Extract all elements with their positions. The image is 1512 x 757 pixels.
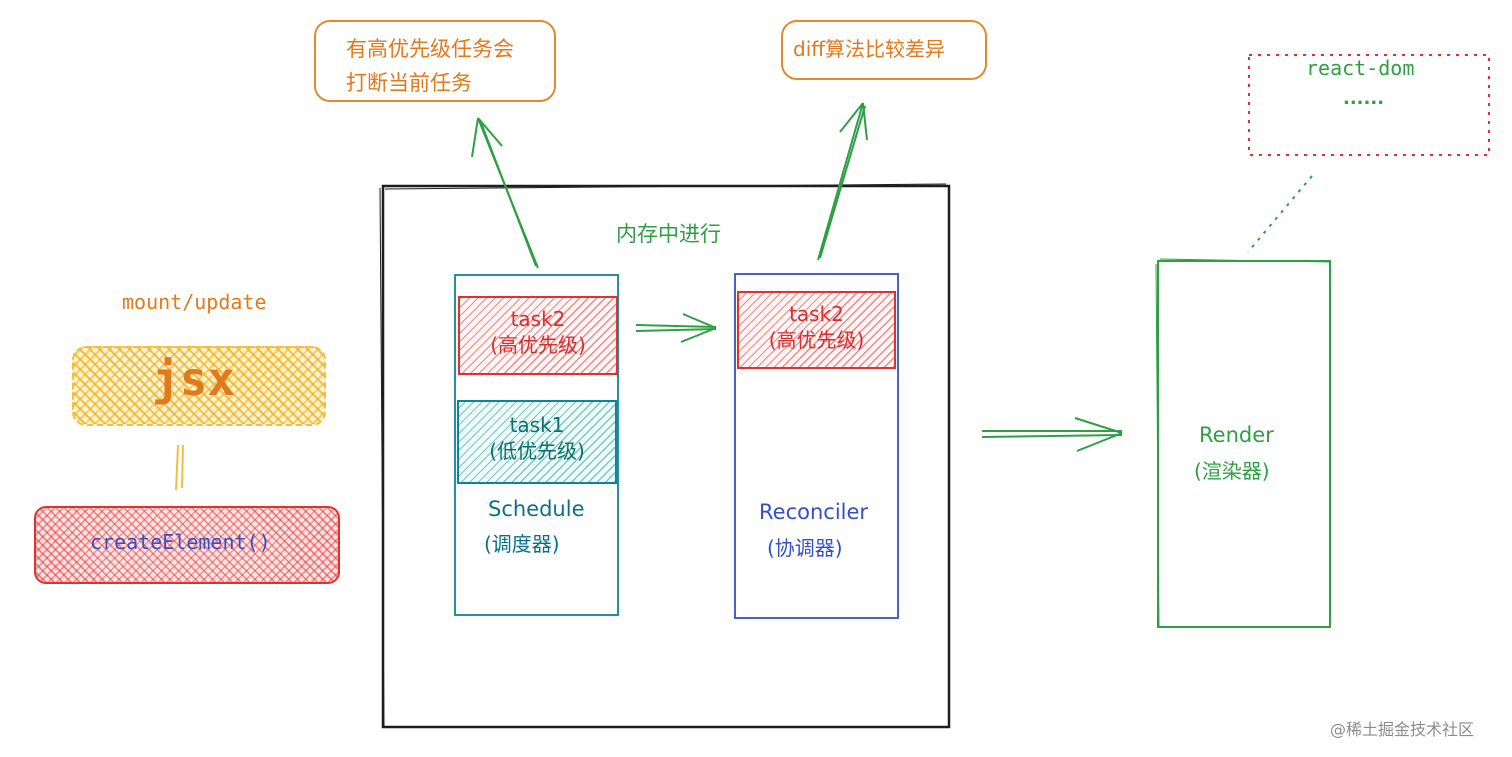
diff-callout-text: diff算法比较差异 bbox=[793, 37, 946, 61]
diff-callout: diff算法比较差异 bbox=[781, 20, 987, 80]
react-dom-ellipsis: ...... bbox=[1343, 88, 1385, 109]
create-element-label: createElement() bbox=[90, 530, 271, 554]
interrupt-callout-line-2: 打断当前任务 bbox=[346, 71, 472, 95]
arrow-to-diff-callout bbox=[817, 102, 868, 261]
react-dom-connector bbox=[1247, 175, 1313, 253]
scheduler-name: Schedule bbox=[488, 497, 585, 521]
jsx-label: jsx bbox=[152, 352, 236, 406]
memory-label: 内存中进行 bbox=[616, 222, 721, 246]
scheduler-task1-priority: (低优先级) bbox=[489, 439, 585, 463]
create-element-node bbox=[34, 506, 340, 584]
interrupt-callout-line-1: 有高优先级任务会 bbox=[346, 37, 514, 61]
scheduler-task2: task2 (高优先级) bbox=[458, 296, 618, 375]
arrow-to-interrupt-callout bbox=[471, 117, 539, 269]
render-name: Render bbox=[1199, 423, 1274, 447]
scheduler-cn: (调度器) bbox=[484, 532, 560, 556]
reconciler-box bbox=[734, 273, 899, 619]
reconciler-task2-priority: (高优先级) bbox=[768, 328, 865, 352]
watermark: @稀土掘金技术社区 bbox=[1330, 720, 1475, 739]
scheduler-task2-priority: (高优先级) bbox=[490, 333, 586, 357]
react-dom-label: react-dom bbox=[1306, 56, 1415, 80]
arrow-to-render bbox=[981, 417, 1123, 452]
scheduler-box bbox=[454, 274, 619, 616]
reconciler-task2-name: task2 bbox=[789, 302, 844, 326]
react-dom-box bbox=[1248, 54, 1490, 156]
reconciler-cn: (协调器) bbox=[767, 536, 843, 560]
scheduler-task1: task1 (低优先级) bbox=[457, 400, 617, 484]
reconciler-name: Reconciler bbox=[759, 500, 869, 524]
jsx-connector bbox=[175, 444, 184, 491]
mount-update-label: mount/update bbox=[122, 290, 267, 314]
reconciler-task2: task2 (高优先级) bbox=[737, 291, 896, 369]
arrow-scheduler-to-reconciler bbox=[635, 313, 717, 343]
scheduler-task1-name: task1 bbox=[509, 413, 565, 437]
render-cn: (渲染器) bbox=[1194, 459, 1270, 483]
interrupt-callout: 有高优先级任务会 打断当前任务 bbox=[314, 20, 556, 102]
jsx-node bbox=[72, 346, 326, 426]
render-box bbox=[1157, 260, 1331, 628]
scheduler-task2-name: task2 bbox=[510, 307, 566, 331]
